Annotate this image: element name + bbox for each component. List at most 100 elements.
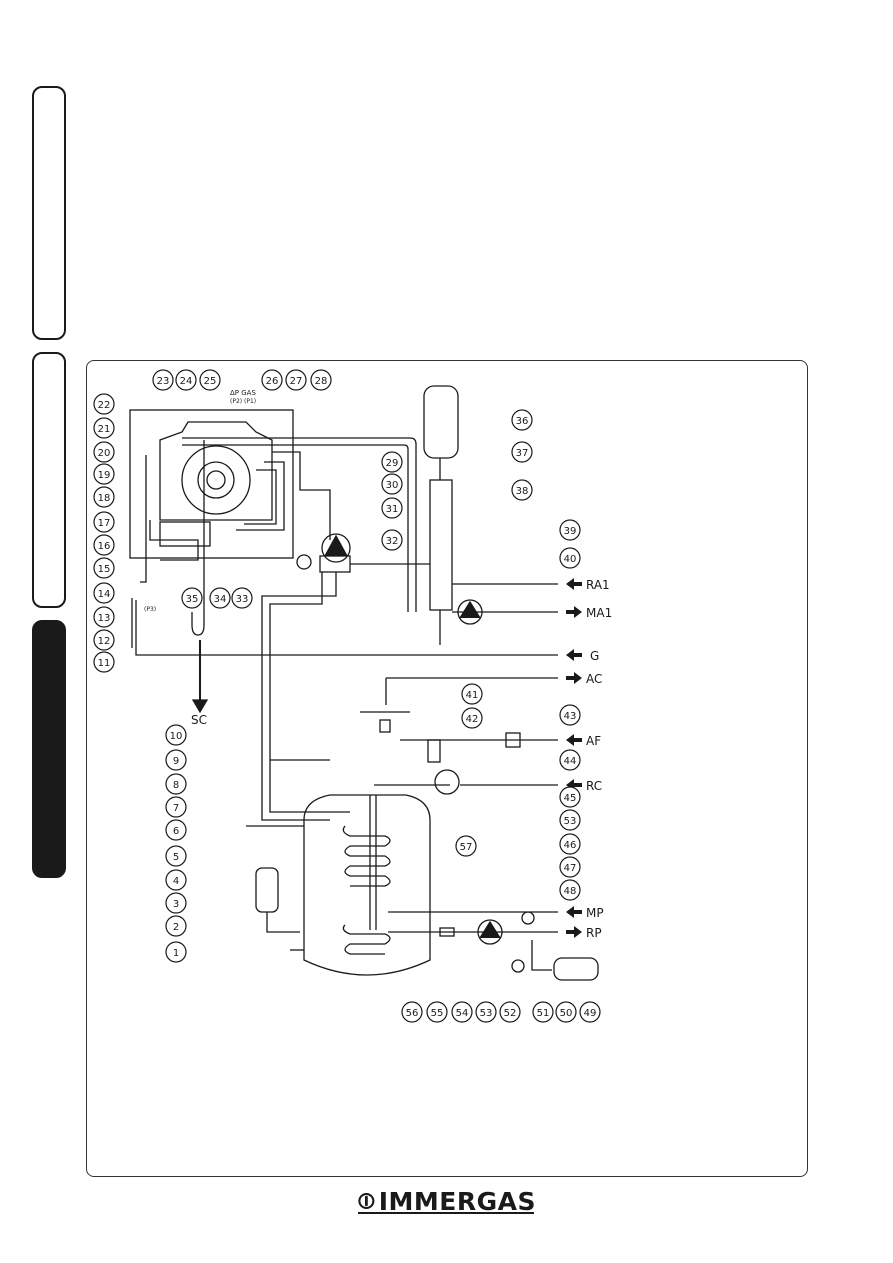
side-tab-1[interactable]: [32, 86, 66, 340]
callout-34: 34: [209, 587, 231, 609]
callout-number: 21: [98, 424, 111, 435]
callout-number: 34: [214, 594, 227, 605]
callout-number: 50: [560, 1008, 573, 1019]
callout-number: 42: [466, 714, 479, 725]
callout-52: 52: [499, 1001, 521, 1023]
upper-coil-icon: [342, 825, 391, 887]
boiler-pump-icon: [321, 533, 351, 563]
callout-16: 16: [93, 534, 115, 556]
callout-number: 20: [98, 448, 111, 459]
brand-underline: [358, 1212, 534, 1214]
callout-32: 32: [381, 529, 403, 551]
callout-21: 21: [93, 417, 115, 439]
pressure-gauge-icon: [521, 911, 535, 925]
callout-28: 28: [310, 369, 332, 391]
label-RC: RC: [586, 779, 602, 793]
diagram-frame: [86, 360, 808, 1177]
callout-23: 23: [152, 369, 174, 391]
callout-47: 47: [559, 856, 581, 878]
side-tab-3-active[interactable]: [32, 620, 66, 878]
callout-9: 9: [165, 749, 187, 771]
callout-55: 55: [426, 1001, 448, 1023]
callout-46: 46: [559, 833, 581, 855]
callout-39: 39: [559, 519, 581, 541]
callout-25: 25: [199, 369, 221, 391]
solar-expansion-vessel-icon: [553, 957, 599, 981]
label-RA1: RA1: [586, 578, 610, 592]
callout-number: 33: [236, 594, 249, 605]
callout-37: 37: [511, 441, 533, 463]
callout-42: 42: [461, 707, 483, 729]
callout-number: 14: [98, 589, 111, 600]
callout-8: 8: [165, 773, 187, 795]
callout-number: 53: [564, 816, 577, 827]
callout-number: 6: [173, 826, 179, 837]
callout-19: 19: [93, 463, 115, 485]
lower-coil-icon: [342, 924, 391, 955]
label-MP: MP: [586, 906, 604, 920]
callout-number: 16: [98, 541, 111, 552]
callout-5: 5: [165, 845, 187, 867]
callout-number: 9: [173, 756, 179, 767]
callout-49: 49: [579, 1001, 601, 1023]
filter-icon: [427, 739, 441, 763]
callout-number: 30: [386, 480, 399, 491]
callout-50: 50: [555, 1001, 577, 1023]
callout-26: 26: [261, 369, 283, 391]
callout-number: 15: [98, 564, 111, 575]
callout-number: 11: [98, 658, 111, 669]
callout-30: 30: [381, 473, 403, 495]
label-AC: AC: [586, 672, 602, 686]
callout-45: 45: [559, 786, 581, 808]
callout-27: 27: [285, 369, 307, 391]
callout-15: 15: [93, 557, 115, 579]
callout-number: 47: [564, 863, 577, 874]
callout-38: 38: [511, 479, 533, 501]
callout-56: 56: [401, 1001, 423, 1023]
callout-number: 17: [98, 518, 111, 529]
label-AF: AF: [586, 734, 601, 748]
callout-12: 12: [93, 629, 115, 651]
callout-13: 13: [93, 606, 115, 628]
callout-18: 18: [93, 486, 115, 508]
brand-name: IMMERGAS: [378, 1186, 536, 1216]
callout-number: 48: [564, 886, 577, 897]
gas-header-label: ΔP GAS: [230, 389, 256, 397]
callout-number: 51: [537, 1008, 550, 1019]
callout-number: 19: [98, 470, 111, 481]
brand-mark-icon: [358, 1192, 375, 1210]
gas-valve-icon: [159, 521, 211, 547]
expansion-vessel-icon: [423, 385, 459, 459]
label-G: G: [590, 649, 599, 663]
callout-number: 36: [516, 416, 529, 427]
callout-40: 40: [559, 547, 581, 569]
label-RP: RP: [586, 926, 602, 940]
callout-number: 26: [266, 376, 279, 387]
callout-24: 24: [175, 369, 197, 391]
callout-36: 36: [511, 409, 533, 431]
callout-number: 4: [173, 876, 179, 887]
callout-number: 37: [516, 448, 529, 459]
callout-20: 20: [93, 441, 115, 463]
callout-number: 7: [173, 803, 179, 814]
callout-11: 11: [93, 651, 115, 673]
small-vessel-icon: [255, 867, 279, 913]
callout-number: 39: [564, 526, 577, 537]
callout-number: 18: [98, 493, 111, 504]
callout-4: 4: [165, 869, 187, 891]
label-MA1: MA1: [586, 606, 612, 620]
callout-number: 31: [386, 504, 399, 515]
boiler-casing: [129, 409, 294, 559]
callout-54: 54: [451, 1001, 473, 1023]
combustion-chamber: [159, 421, 273, 521]
callout-51: 51: [532, 1001, 554, 1023]
callout-number: 45: [564, 793, 577, 804]
callout-number: 12: [98, 636, 111, 647]
callout-number: 41: [466, 690, 479, 701]
callout-number: 29: [386, 458, 399, 469]
callout-43: 43: [559, 704, 581, 726]
callout-number: 1: [173, 948, 179, 959]
side-tab-2[interactable]: [32, 352, 66, 608]
callout-48: 48: [559, 879, 581, 901]
callout-number: 43: [564, 711, 577, 722]
